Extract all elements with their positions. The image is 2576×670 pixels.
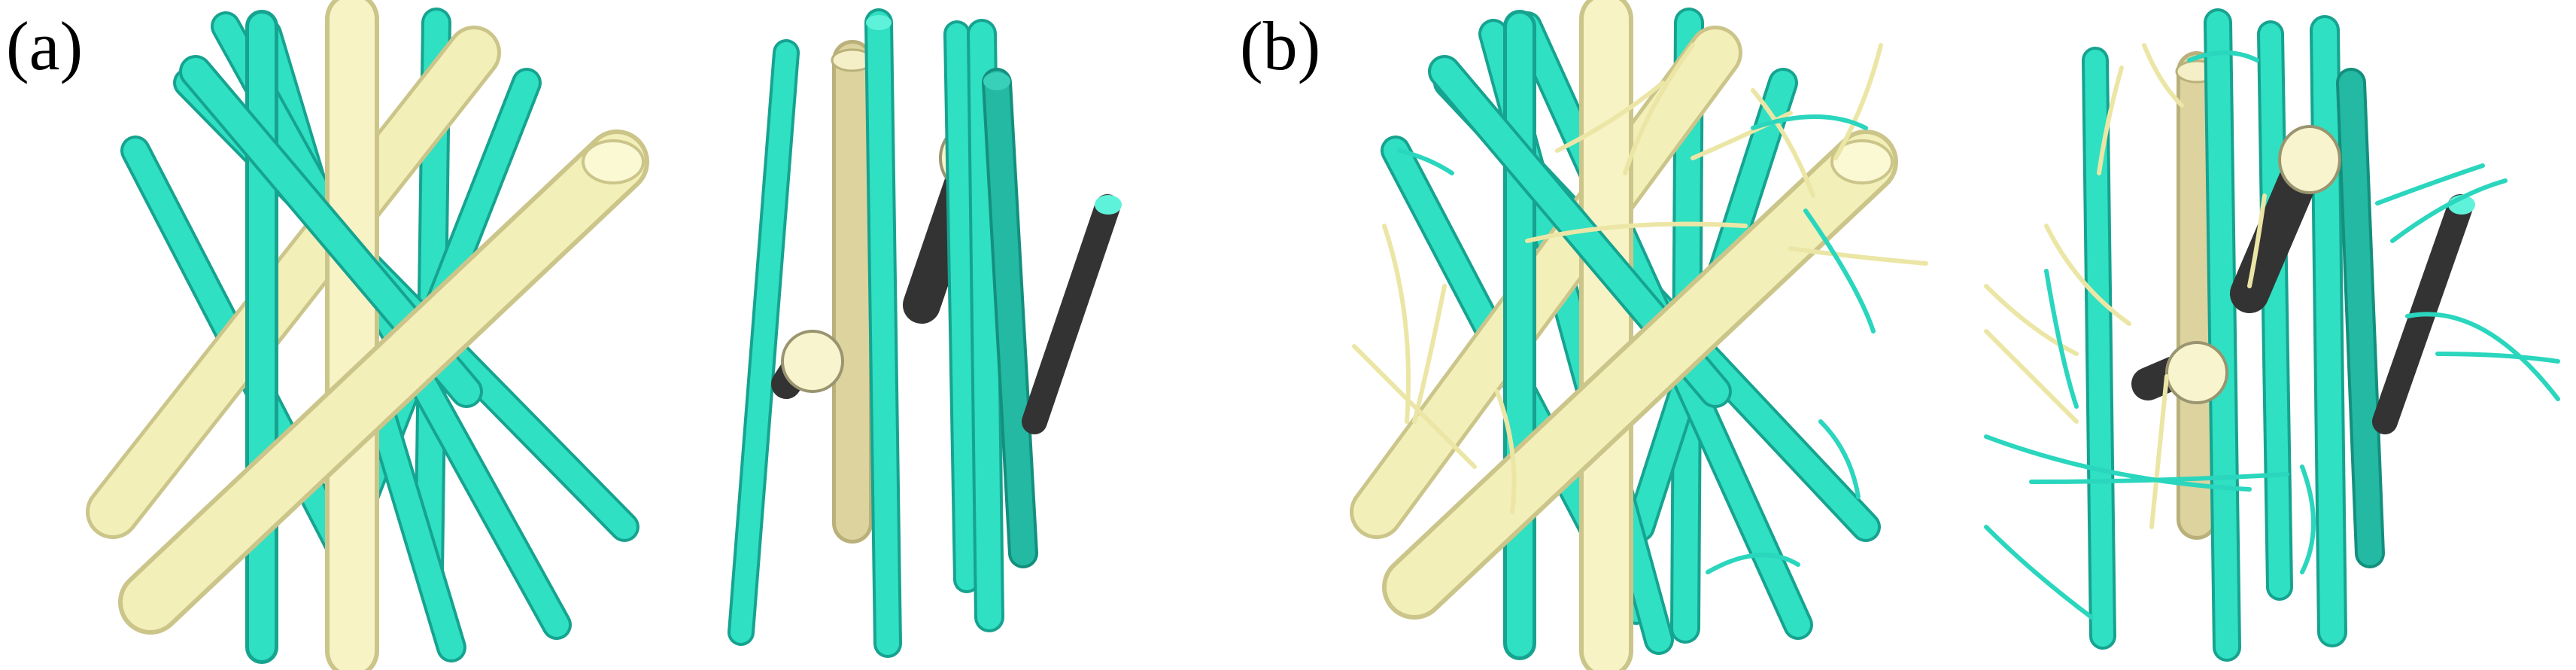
panel-b-side-view <box>1984 8 2560 662</box>
branch-filament <box>1412 284 1447 424</box>
branch-filament <box>1788 246 1928 266</box>
panel-label-b: (b) <box>1240 8 1320 84</box>
cream-fiber <box>1387 134 1894 615</box>
panel-label-a: (a) <box>6 8 83 84</box>
branch-filament <box>1833 43 1883 160</box>
branch-filament <box>1706 553 1800 574</box>
cyan-fiber <box>867 11 899 655</box>
branch-filament <box>1623 43 1695 175</box>
fiber-end-cap <box>1095 195 1122 215</box>
branch-filament <box>2097 65 2124 175</box>
branch-filament <box>2375 163 2485 206</box>
branch-filament <box>2247 193 2267 288</box>
branch-filament <box>1495 389 1517 514</box>
branch-filament <box>2044 269 2079 409</box>
branch-filament <box>2044 224 2131 326</box>
fiber-end-cap <box>2165 341 2228 404</box>
cyan-fiber <box>946 23 977 590</box>
branch-filament <box>2300 464 2316 574</box>
branch-filaments <box>1352 43 1928 574</box>
cyan-fiber <box>2339 71 2382 565</box>
cyan-fiber <box>2313 18 2344 644</box>
branch-filament <box>1984 284 2079 356</box>
branch-filament <box>1690 111 1793 160</box>
panel-a-perspective-view <box>86 0 649 670</box>
fiber-end-cap <box>983 72 1010 90</box>
cyan-fiber <box>985 71 1035 565</box>
branch-filament <box>2149 374 2169 529</box>
cream-fiber <box>123 134 645 630</box>
branch-filament <box>1803 209 1876 333</box>
branch-filaments <box>1984 43 2560 620</box>
cyan-fiber <box>2260 23 2290 598</box>
branch-filament <box>2390 178 2508 243</box>
fiber-end-cap <box>781 330 844 393</box>
cyan-fiber <box>2207 11 2238 659</box>
branch-filament <box>2435 352 2560 364</box>
panel-a-side-view <box>728 8 1122 658</box>
cream-fiber <box>1353 29 1739 535</box>
branch-filament <box>1818 419 1861 499</box>
branch-filament <box>2142 43 2184 108</box>
branch-filament <box>1555 81 1665 153</box>
branch-filament <box>2187 50 2259 62</box>
fiber-end-cap <box>582 139 645 184</box>
branch-filament <box>1984 329 2079 424</box>
branch-filament <box>2029 472 2289 484</box>
branch-filament <box>1751 114 1868 130</box>
branch-filament <box>1984 434 2252 492</box>
branch-filament <box>1382 224 1411 424</box>
branch-filament <box>1751 88 1815 198</box>
fiber-end-cap <box>1830 139 1894 184</box>
cream-fiber <box>90 29 497 535</box>
cyan-fiber <box>731 42 797 643</box>
fiber-end-cap <box>866 15 892 30</box>
branch-filament <box>1397 148 1454 175</box>
cyan-fiber <box>970 22 1001 629</box>
panel-b-perspective-view <box>1350 0 1928 670</box>
dark-fiber <box>1022 194 1120 434</box>
branch-filament <box>1984 525 2094 620</box>
branch-filament <box>1525 221 1748 243</box>
cyan-fiber <box>2085 50 2113 647</box>
branch-filament <box>2405 312 2560 401</box>
fiber-end-cap <box>2278 125 2341 194</box>
